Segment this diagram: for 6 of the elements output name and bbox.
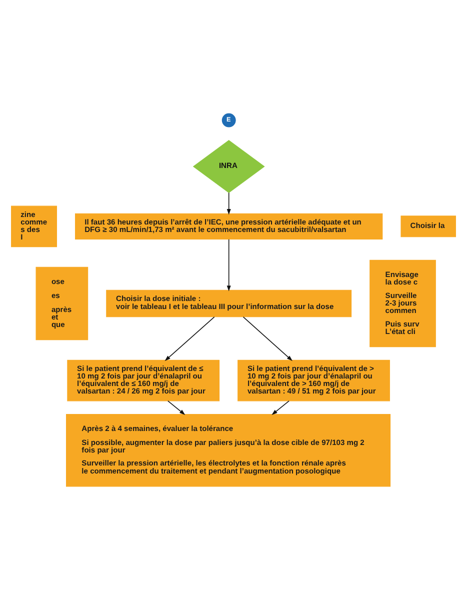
arrow	[271, 400, 289, 415]
arrow	[167, 400, 185, 415]
arrow	[226, 192, 230, 215]
arrow	[242, 316, 292, 361]
arrow	[164, 316, 214, 361]
arrow	[226, 238, 230, 292]
